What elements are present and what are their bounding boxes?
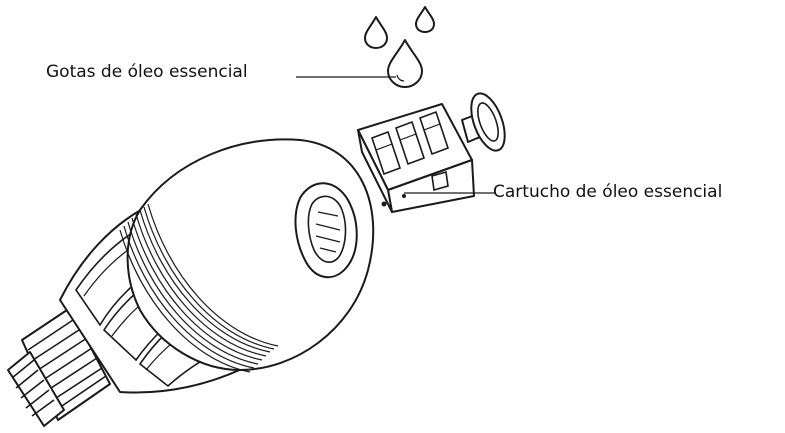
bulb-ribs [119, 203, 279, 373]
bulb-body [7, 138, 375, 427]
drops-label: Gotas de óleo essencial [46, 62, 248, 82]
cartridge-knob [470, 92, 506, 152]
drop-left [364, 16, 388, 49]
bulb-screw-base [7, 307, 111, 427]
bulb-cartridge-socket [294, 182, 358, 278]
drop-center [387, 39, 423, 88]
drop-right [415, 6, 435, 33]
oil-drops-icon [364, 6, 435, 88]
cartridge-label: Cartucho de óleo essencial [493, 182, 723, 202]
oil-cartridge [357, 92, 506, 213]
